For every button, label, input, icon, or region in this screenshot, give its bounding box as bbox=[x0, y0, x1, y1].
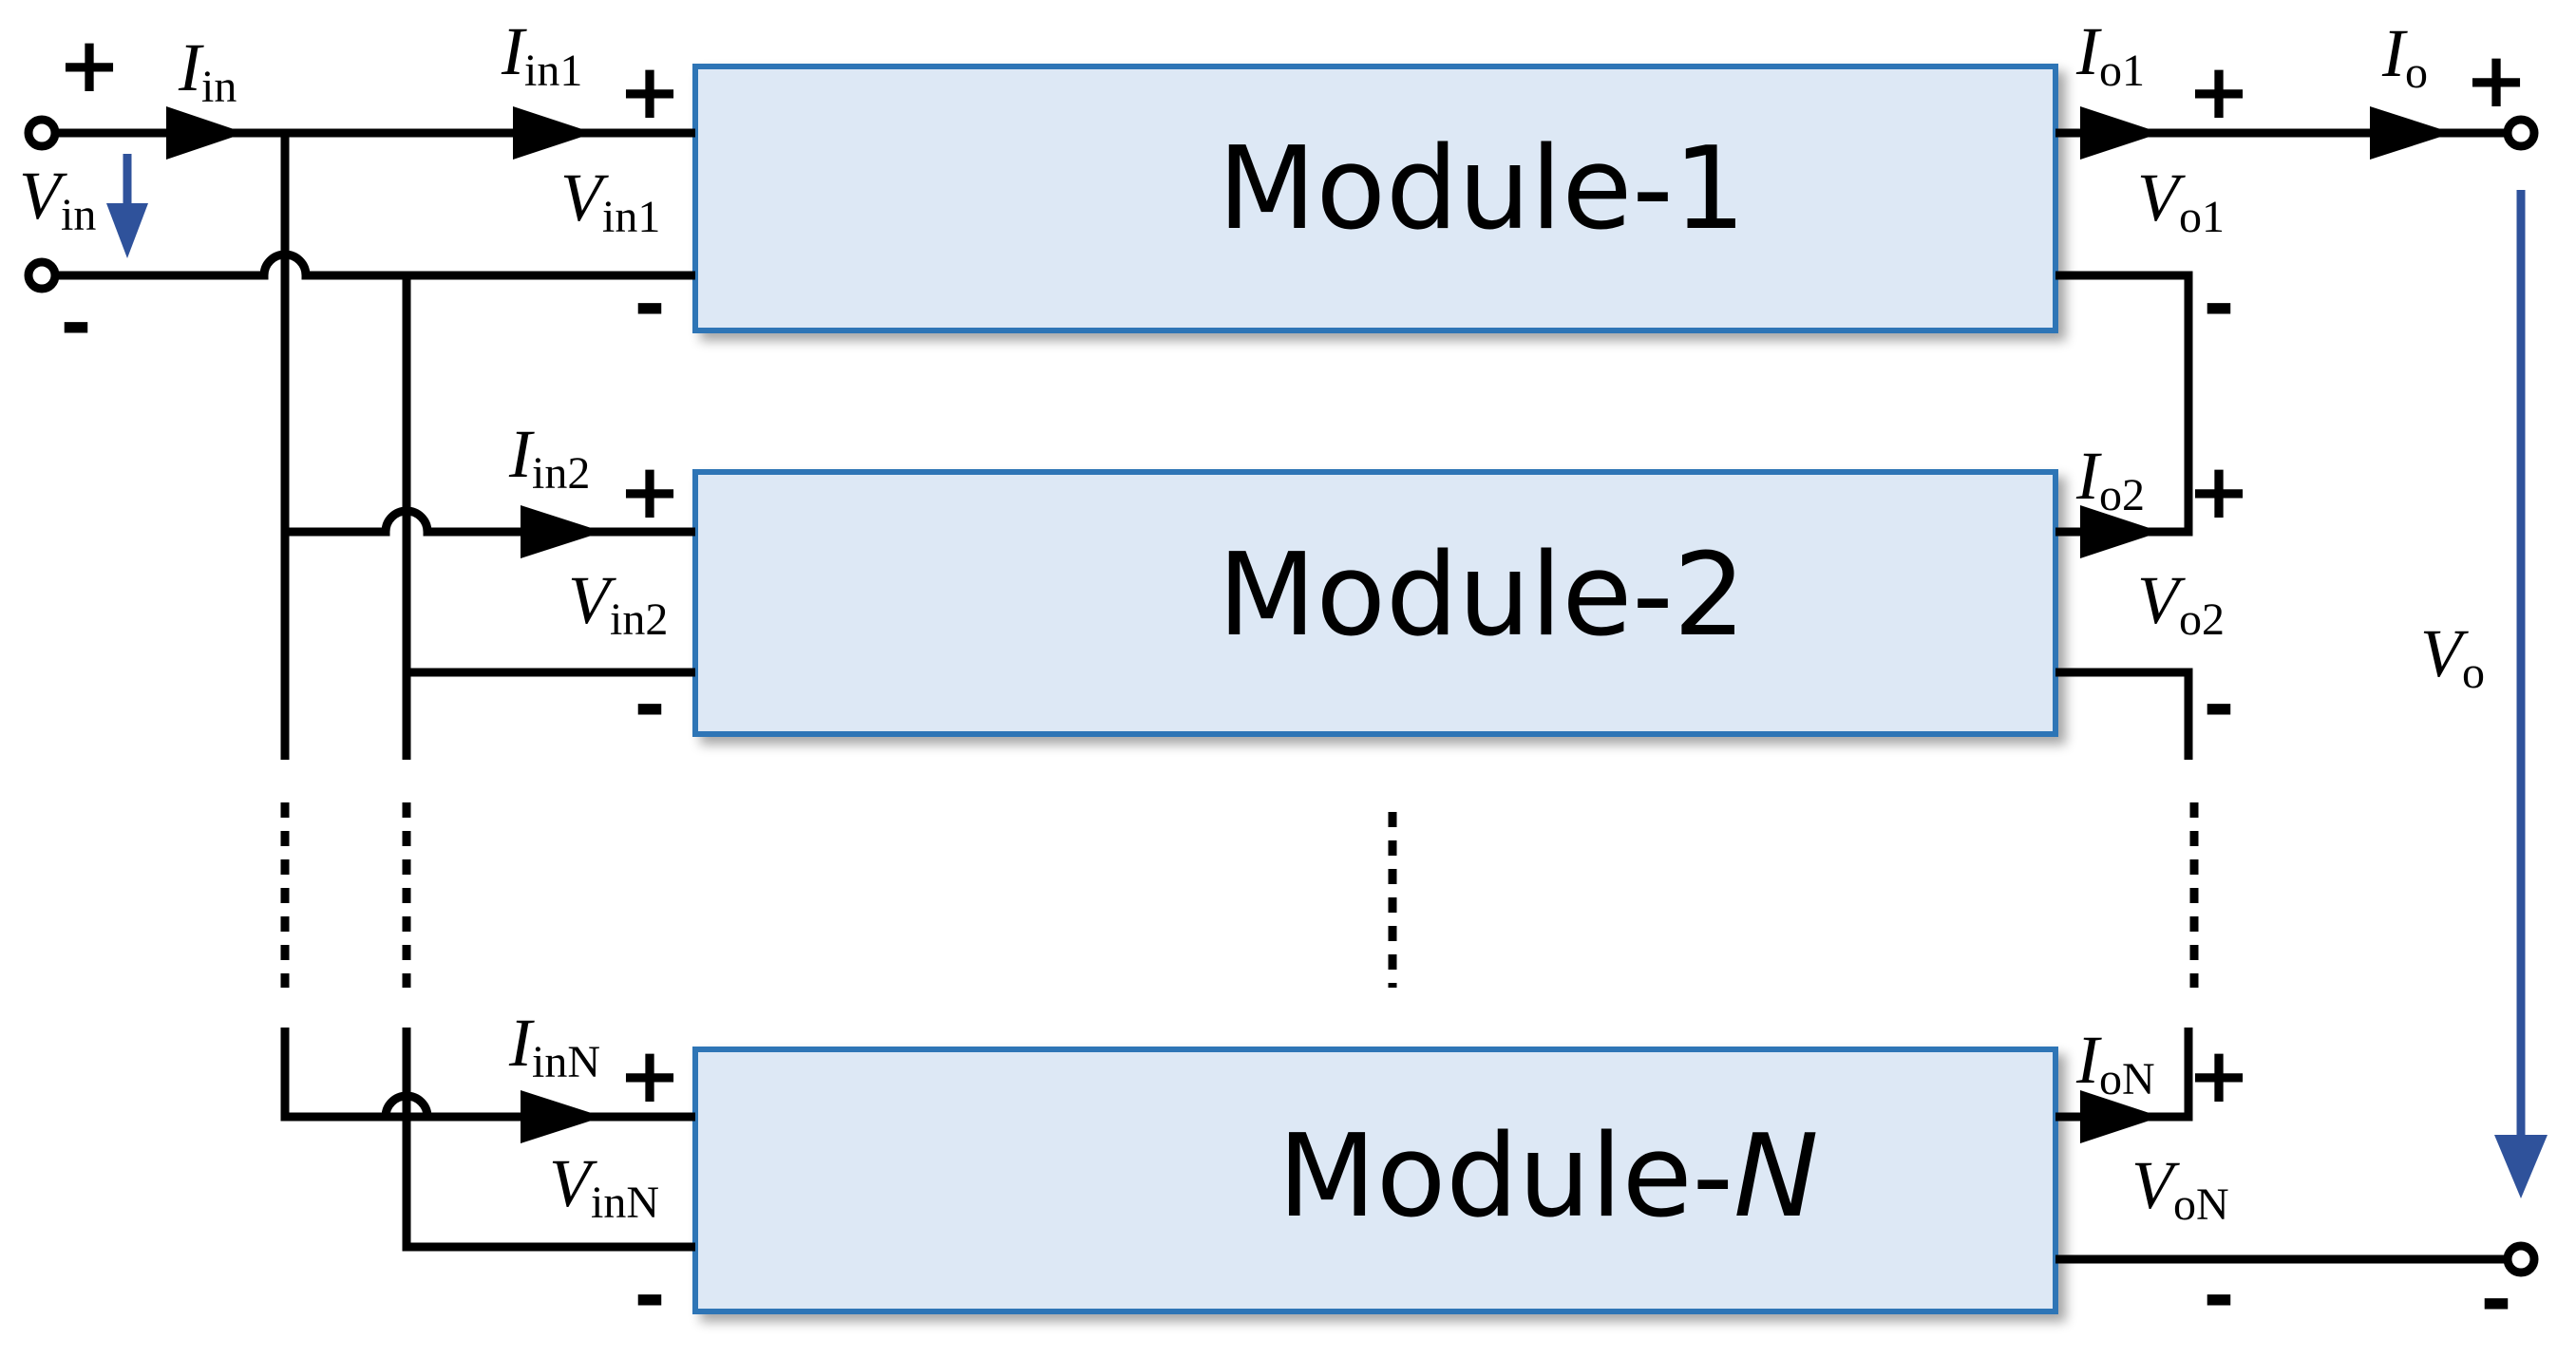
module-2-label: Module-2 bbox=[1218, 530, 1746, 662]
label-vin2: Vin2 bbox=[568, 562, 668, 645]
label-iin: Iin bbox=[178, 29, 237, 112]
ellipsis-dots bbox=[280, 802, 2199, 988]
module-1-label: Module-1 bbox=[1218, 123, 1746, 255]
arrow-iin1-icon bbox=[513, 106, 594, 160]
svg-text:+: + bbox=[617, 47, 681, 136]
label-vinN: VinN bbox=[549, 1145, 659, 1228]
label-iin1: Iin1 bbox=[501, 13, 582, 96]
label-io: Io bbox=[2381, 15, 2428, 98]
svg-text:-: - bbox=[634, 1252, 665, 1340]
polarity-signs: + - + - + - + - + - + - + - + - bbox=[57, 21, 2528, 1344]
arrow-ioN-icon bbox=[2080, 1090, 2161, 1143]
module-n-block: Module-N bbox=[692, 1047, 2058, 1314]
label-vin1: Vin1 bbox=[560, 160, 660, 242]
module-1-block: Module-1 bbox=[692, 64, 2058, 333]
module-2-block: Module-2 bbox=[692, 469, 2058, 737]
svg-text:-: - bbox=[2203, 661, 2234, 749]
svg-text:-: - bbox=[2203, 1252, 2234, 1340]
arrow-io1-icon bbox=[2080, 106, 2161, 160]
svg-text:-: - bbox=[60, 279, 91, 368]
input-plus-terminal bbox=[24, 115, 60, 151]
label-vo2: Vo2 bbox=[2137, 562, 2225, 645]
arrow-vin-icon bbox=[106, 203, 148, 258]
label-ioN: IoN bbox=[2075, 1022, 2155, 1104]
arrow-iinN-icon bbox=[521, 1090, 603, 1143]
label-voN: VoN bbox=[2131, 1147, 2229, 1230]
label-vo: Vo bbox=[2420, 615, 2485, 698]
svg-text:-: - bbox=[2203, 260, 2234, 349]
arrow-iin2-icon bbox=[521, 505, 603, 558]
svg-text:+: + bbox=[2464, 36, 2528, 124]
voltage-arrows bbox=[106, 154, 2548, 1198]
label-iinN: IinN bbox=[508, 1005, 600, 1087]
svg-text:+: + bbox=[2187, 447, 2250, 536]
svg-text:-: - bbox=[634, 661, 665, 749]
label-io2: Io2 bbox=[2075, 438, 2145, 520]
symbol-labels: Iin Vin Iin1 Vin1 Iin2 Vin2 IinN VinN Io… bbox=[19, 13, 2485, 1230]
label-iin2: Iin2 bbox=[508, 416, 590, 499]
label-io1: Io1 bbox=[2075, 13, 2145, 96]
label-vin: Vin bbox=[19, 158, 96, 240]
arrow-io2-icon bbox=[2080, 505, 2161, 558]
current-arrows bbox=[166, 106, 2453, 1143]
svg-text:+: + bbox=[2187, 47, 2250, 136]
module-n-label: Module-N bbox=[1278, 1111, 1818, 1243]
label-vo1: Vo1 bbox=[2137, 160, 2225, 242]
svg-text:+: + bbox=[2187, 1031, 2250, 1120]
arrow-vo-icon bbox=[2494, 1135, 2548, 1198]
arrow-io-icon bbox=[2370, 106, 2453, 160]
terminals bbox=[24, 115, 2539, 1277]
svg-text:+: + bbox=[57, 21, 121, 109]
svg-text:+: + bbox=[617, 1031, 681, 1120]
arrow-iin-icon bbox=[166, 106, 245, 160]
svg-text:-: - bbox=[634, 260, 665, 349]
svg-text:+: + bbox=[617, 447, 681, 536]
input-minus-terminal bbox=[24, 257, 60, 293]
svg-text:-: - bbox=[2480, 1255, 2511, 1344]
output-plus-terminal bbox=[2503, 115, 2539, 151]
output-minus-terminal bbox=[2503, 1241, 2539, 1277]
